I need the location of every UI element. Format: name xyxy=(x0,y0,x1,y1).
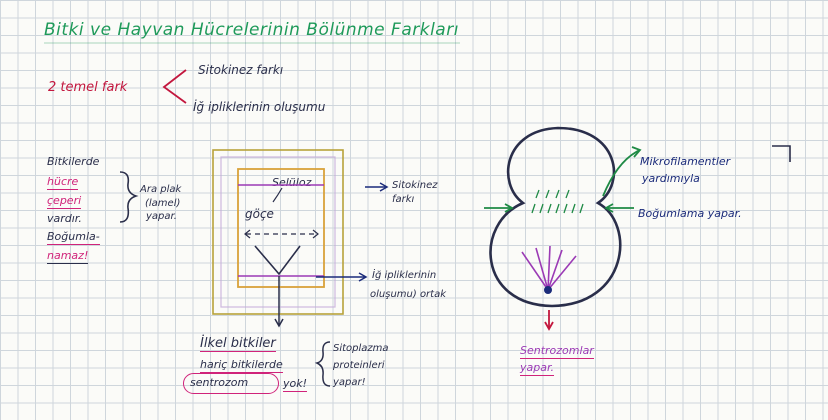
corner-mark xyxy=(772,145,791,162)
bottom-note-line-1: İlkel bitkiler xyxy=(200,336,276,352)
plant-note-line-5: Boğumla- xyxy=(47,230,100,245)
sentrozom-circle xyxy=(183,373,279,394)
bottom-note-line-4: yok! xyxy=(283,377,308,392)
intro-branch-arrow xyxy=(162,69,187,104)
sitokinez-arrowhead xyxy=(379,182,389,192)
mikrofilament-label-1: Mikrofilamentler xyxy=(640,155,731,168)
plant-brace-text-2: (lamel) xyxy=(145,198,181,209)
ig-arrowhead xyxy=(358,272,368,282)
mikrofilament-arrow xyxy=(602,149,641,197)
plant-note-line-1: Bitkilerde xyxy=(47,155,100,168)
sentrozom-label-1: Sentrozomlar xyxy=(520,344,594,359)
intro-item-sitokinez: Sitokinez farkı xyxy=(198,63,284,77)
plant-note-line-2: hücre xyxy=(47,175,79,190)
seluloz-pointer xyxy=(272,187,283,203)
ig-arrow-label-1: İğ ipliklerinin xyxy=(372,270,437,281)
centrosome-dot xyxy=(544,286,552,294)
bottom-brace-text-1: Sitoplazma xyxy=(333,343,389,354)
page-title: Bitki ve Hayvan Hücrelerinin Bölünme Far… xyxy=(44,20,459,40)
sitokinez-arrow-label-2: farkı xyxy=(392,194,415,205)
plant-cell-outer-wall xyxy=(212,149,344,315)
bottom-note-line-2: hariç bitkilerde xyxy=(200,358,283,373)
plant-note-line-4: vardır. xyxy=(47,212,82,225)
spindle-v xyxy=(254,245,301,276)
sentrozom-label-2: yapar. xyxy=(520,361,554,376)
plant-note-line-6: namaz! xyxy=(47,249,89,264)
ig-arrow-label-2: oluşumu) ortak xyxy=(370,289,447,300)
constriction-marks xyxy=(531,189,584,214)
bottom-brace xyxy=(314,341,331,387)
mikrofilament-arrowhead xyxy=(631,146,642,158)
plate-dashed-arrowheads xyxy=(244,229,319,239)
plant-cell-inner-wall xyxy=(237,168,325,288)
goce-label: göçe xyxy=(245,207,274,221)
animal-cell-outline xyxy=(489,126,622,308)
bottom-brace-text-3: yapar! xyxy=(333,377,366,388)
plant-brace xyxy=(119,171,139,223)
plant-note-line-3: çeperi xyxy=(47,194,82,209)
spindle-fibers xyxy=(521,245,577,291)
mikrofilament-label-2: yardımıyla xyxy=(642,172,700,185)
bogumlama-label: Boğumlama yapar. xyxy=(638,207,742,220)
intro-label: 2 temel fark xyxy=(48,80,128,95)
plant-brace-text-3: yapar. xyxy=(146,211,177,222)
intro-item-ig: İğ ipliklerinin oluşumu xyxy=(193,100,326,114)
bottom-brace-text-2: proteinleri xyxy=(333,360,385,371)
bottom-note-line-3: sentrozom xyxy=(190,376,249,389)
sitokinez-arrow-label-1: Sitokinez xyxy=(392,180,438,191)
right-pinch-arrowhead xyxy=(604,203,614,213)
left-pinch-arrowhead xyxy=(504,203,514,213)
plant-cell-outer-wall-2 xyxy=(220,156,336,308)
plant-brace-text-1: Ara plak xyxy=(140,184,182,195)
sentrozom-arrowhead xyxy=(544,321,554,331)
down-arrow-head xyxy=(274,318,284,328)
